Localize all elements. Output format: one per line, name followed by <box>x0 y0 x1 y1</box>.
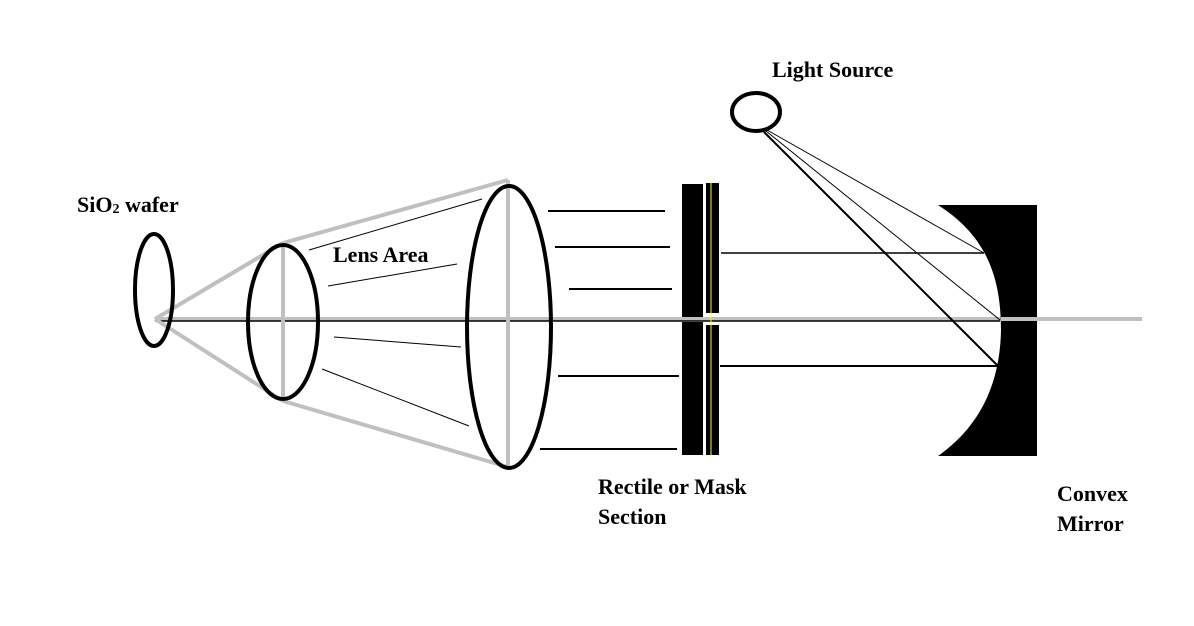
light-ray-3 <box>763 131 999 367</box>
mask-plate-thick-upper <box>682 184 703 317</box>
wafer-label-suffix: wafer <box>119 192 179 217</box>
lens-small <box>246 243 320 401</box>
wafer-ellipse <box>133 232 175 348</box>
mask-plate-thick-lower <box>682 322 703 455</box>
light-ray-2 <box>765 130 1001 321</box>
mask-plate-thin-upper <box>706 183 719 313</box>
light-source-bulb <box>730 91 782 133</box>
reticle-label-line2: Section <box>598 504 667 529</box>
lens-large <box>465 184 553 470</box>
lens-area-label: Lens Area <box>333 242 429 267</box>
wafer-label: SiO2 wafer <box>77 190 179 224</box>
cone-line-upper-1 <box>153 241 285 321</box>
lens-ray-1 <box>308 198 483 251</box>
cone-line-lower-2 <box>282 399 509 469</box>
mirror-label-line1: Convex <box>1057 481 1128 506</box>
light-source-label: Light Source <box>772 57 894 82</box>
wafer-label-subscript: 2 <box>112 202 120 217</box>
lens-ray-2 <box>327 263 458 287</box>
mask-plate-thin-lower <box>706 325 719 455</box>
reticle-label-line1: Rectile or Mask <box>598 474 747 499</box>
lens-ray-4 <box>321 368 470 427</box>
wafer-label-prefix: SiO <box>77 192 113 217</box>
lens-ray-3 <box>333 336 462 348</box>
convex-mirror <box>938 205 1037 456</box>
mirror-label-line2: Mirror <box>1057 511 1124 536</box>
cone-line-lower-1 <box>153 317 285 403</box>
light-ray-1 <box>766 129 985 254</box>
cone-line-upper-2 <box>282 178 509 245</box>
